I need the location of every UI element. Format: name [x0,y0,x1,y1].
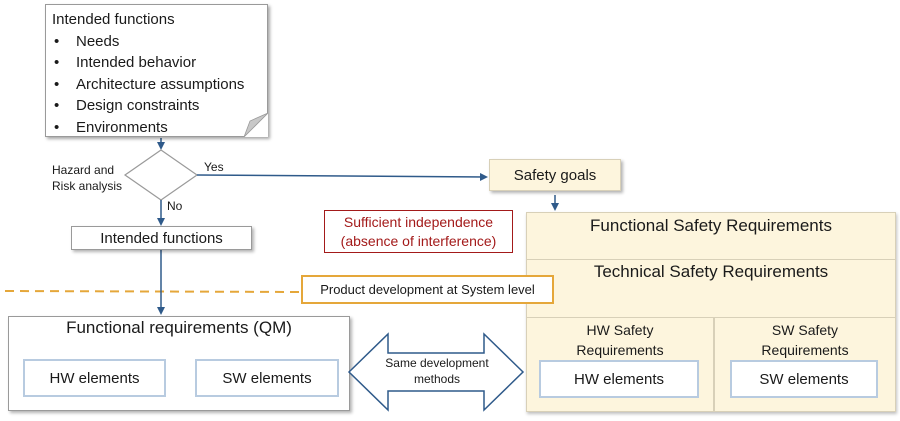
intended-functions-note: Intended functions Needs Intended behavi… [45,4,268,139]
safety-sw-elements-box: SW elements [730,360,878,398]
qm-hw-elements-box: HW elements [23,359,166,397]
same-development-methods-label: Same development methods [372,355,502,387]
arrow-yes-to-safety-goals [196,172,488,181]
hw-safety-line2: Requirements [576,342,664,358]
sufficient-independence-box: Sufficient independence (absence of inte… [324,210,513,253]
note-item: Architecture assumptions [52,74,261,96]
safety-goals-box: Safety goals [489,159,621,191]
technical-safety-requirements: Technical Safety Requirements [593,262,829,281]
same-development-double-arrow [347,332,525,412]
qm-sw-elements-box: SW elements [195,359,339,397]
double-arrow-line2: methods [413,372,461,386]
sw-safety-line1: SW Safety [771,322,839,338]
decision-label-line2: Risk analysis [52,179,123,193]
functional-requirements-title: Functional requirements (QM) [66,318,292,337]
functional-safety-requirements: Functional Safety Requirements [526,212,896,260]
note-list: Needs Intended behavior Architecture ass… [52,31,261,139]
note-item: Needs [52,31,261,53]
note-item: Environments [52,117,261,139]
page-fold-icon [244,113,268,137]
note-item: Intended behavior [52,52,261,74]
independence-line2: (absence of interference) [340,233,497,249]
no-label: No [167,199,183,213]
note-item: Design constraints [52,95,261,117]
product-development-label: Product development at System level [301,275,554,304]
independence-line1: Sufficient independence [343,214,494,230]
double-arrow-line1: Same development [385,356,489,370]
decision-label-line1: Hazard and [52,163,115,177]
sw-safety-line2: Requirements [761,342,849,358]
yes-label: Yes [204,160,224,174]
safety-hw-elements-box: HW elements [539,360,699,398]
note-title: Intended functions [52,11,175,28]
decision-label: Hazard and Risk analysis [52,162,122,194]
intended-functions-box: Intended functions [71,226,252,250]
hw-safety-line1: HW Safety [586,322,654,338]
